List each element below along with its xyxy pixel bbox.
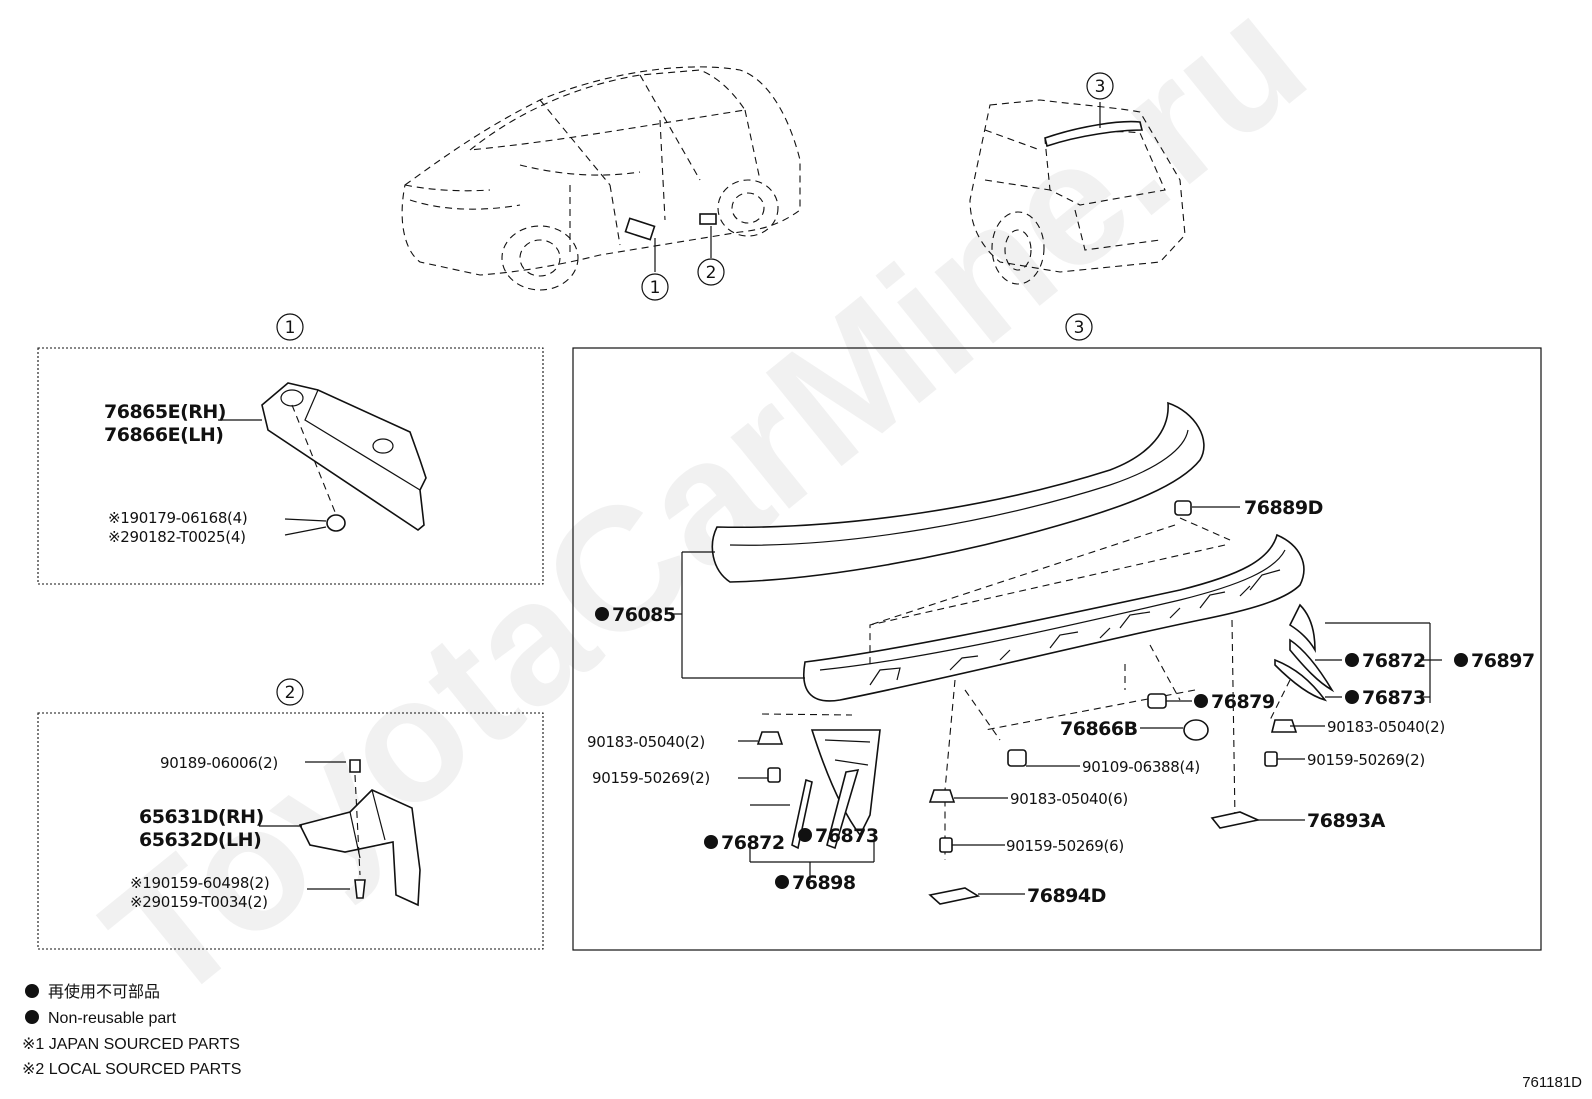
screw-90159-T0034: ※290159-T0034(2) — [130, 893, 268, 911]
callout-3-overview: 3 — [1086, 72, 1114, 100]
part-65632D: 65632D(LH) — [139, 829, 261, 851]
part-76866B: 76866B — [1060, 718, 1138, 740]
car-front-overview — [401, 66, 801, 291]
part-76889D: 76889D — [1244, 497, 1323, 519]
screw-90159-left: 90159-50269(2) — [592, 769, 710, 787]
callout-1-overview: 1 — [641, 273, 669, 301]
car-rear-overview — [969, 99, 1186, 285]
bracket-icon — [1210, 811, 1261, 829]
part-76872-left: 76872 — [721, 832, 785, 854]
sill-bracket-part — [261, 382, 427, 531]
part-76894D: 76894D — [1027, 885, 1106, 907]
part-76893A: 76893A — [1307, 810, 1386, 832]
pin-icon — [1183, 719, 1209, 741]
cap-icon — [1174, 500, 1192, 516]
spoiler-upper-part — [711, 401, 1205, 583]
clip-icon — [326, 514, 346, 532]
part-76085: 76085 — [612, 604, 676, 626]
legend-nonreusable: Non-reusable part — [48, 1010, 177, 1027]
svg-text:2: 2 — [706, 263, 717, 283]
panel-1-callout: 1 — [285, 318, 296, 338]
clip-90189: 90189-06006(2) — [160, 754, 278, 772]
nut-90183-center: 90183-05040(6) — [1010, 790, 1128, 808]
part-65631D: 65631D(RH) — [139, 806, 264, 828]
part-76873-right: 76873 — [1362, 687, 1426, 709]
panel-1: 1 76865E(RH) 76866E(LH) ※190179-06168(4)… — [37, 313, 544, 585]
bolt-90109: 90109-06388(4) — [1082, 758, 1200, 776]
screw-90159-right: 90159-50269(2) — [1307, 751, 1425, 769]
legend: 再使用不可部品 Non-reusable part ※1 JAPAN SOURC… — [22, 983, 241, 1078]
screw-90159-center: 90159-50269(6) — [1006, 837, 1124, 855]
nut-icon — [1270, 719, 1298, 733]
part-76879: 76879 — [1211, 691, 1275, 713]
part-76897: 76897 — [1471, 650, 1535, 672]
legend-note-1: ※1 JAPAN SOURCED PARTS — [22, 1036, 240, 1053]
nut-90183-right: 90183-05040(2) — [1327, 718, 1445, 736]
panel-3-callout: 3 — [1074, 318, 1085, 338]
panel-2-callout: 2 — [285, 683, 296, 703]
screw-90159-60498: ※190159-60498(2) — [130, 874, 269, 892]
bracket-icon — [928, 887, 981, 905]
part-76866E: 76866E(LH) — [104, 424, 223, 446]
grommet-icon — [1147, 693, 1167, 709]
fastener-90182: ※290182-T0025(4) — [108, 528, 246, 546]
seal-right-lower — [1274, 658, 1328, 702]
part-76873-left: 76873 — [815, 825, 879, 847]
callout-2-overview: 2 — [697, 258, 725, 286]
screw-icon — [354, 879, 366, 899]
seal-right-upper — [1288, 603, 1316, 653]
fastener-90179: ※190179-06168(4) — [108, 509, 247, 527]
panel-2: 2 90189-06006(2) 65631D(RH) 65632D(LH) ※… — [37, 678, 544, 950]
seal-right-mid — [1289, 638, 1335, 693]
part-76872-right: 76872 — [1362, 650, 1426, 672]
spoiler-base-part — [803, 533, 1305, 702]
svg-text:3: 3 — [1095, 77, 1106, 97]
legend-nonreusable-jp: 再使用不可部品 — [48, 983, 160, 1001]
nut-icon — [756, 731, 784, 745]
nut-90183-left: 90183-05040(2) — [587, 733, 705, 751]
bolt-icon — [1007, 749, 1027, 767]
svg-text:1: 1 — [650, 278, 661, 298]
mudguard-bracket-part — [298, 789, 421, 907]
panel-3: 3 — [572, 313, 1542, 951]
diagram-code: 761181D — [1522, 1074, 1582, 1091]
nut-icon — [928, 789, 956, 803]
part-76898: 76898 — [792, 872, 856, 894]
screw-icon — [1264, 751, 1278, 767]
part-76865E: 76865E(RH) — [104, 401, 226, 423]
screw-icon — [767, 767, 781, 783]
screw-icon — [939, 837, 953, 853]
legend-note-2: ※2 LOCAL SOURCED PARTS — [22, 1061, 241, 1078]
clip-icon — [349, 759, 361, 773]
